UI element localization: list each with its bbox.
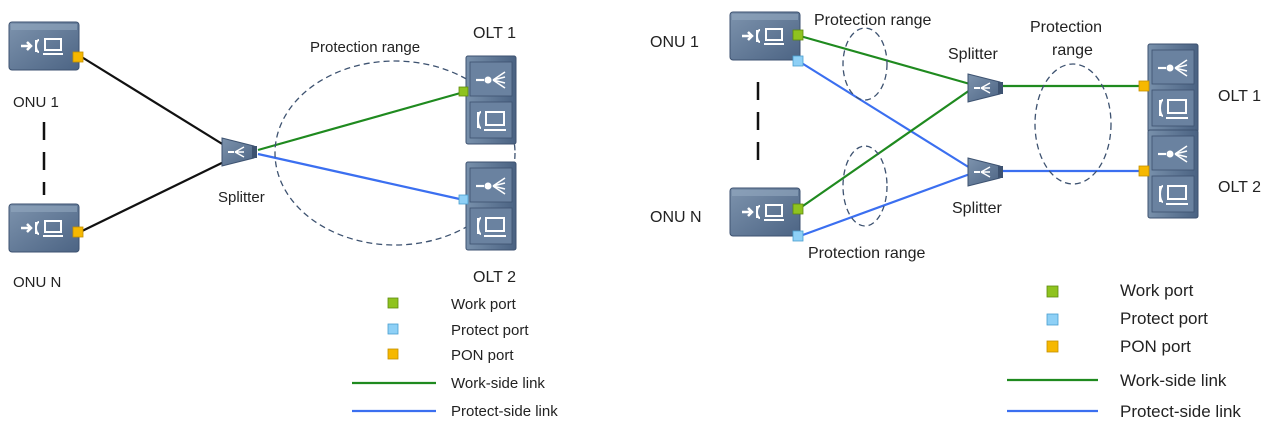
right-olt2-pon-port [1138,165,1150,177]
right-olt2-device [1146,128,1200,220]
right-onu1-protect-port [792,55,804,67]
right-legend-protect-port-swatch [1046,313,1059,326]
right-onu1-protect-link [799,61,971,169]
left-olt2-device [464,160,518,252]
right-legend-pon-port-swatch [1046,340,1059,353]
left-diagram: ONU 1 ONU N Splitter OLT 1 OLT 2 Protect… [7,20,558,420]
left-onuN-link [79,157,233,233]
left-legend-protect-link-label: Protect-side link [451,403,558,420]
left-legend-pon-port-swatch [387,348,399,360]
right-splitter-top-label: Splitter [948,46,998,63]
right-protection-range-ellipse-top [842,27,888,101]
left-olt2-protect-port [458,194,469,205]
right-onuN-work-port [792,203,804,215]
left-olt2-label: OLT 2 [473,269,516,286]
right-onu1-work-port [792,29,804,41]
right-onuN-work-link [799,89,971,209]
right-onuN-protect-link [799,172,971,238]
left-work-link [257,90,465,152]
left-legend-pon-port-label: PON port [451,347,514,364]
left-legend-work-port-swatch [387,297,399,309]
left-splitter-device [221,137,258,167]
left-legend-work-port-label: Work port [451,296,517,313]
left-legend-work-link-label: Work-side link [451,375,545,392]
right-olt1-pon-port [1138,80,1150,92]
right-onu1-label: ONU 1 [650,34,699,51]
right-onuN-device [728,186,802,238]
left-onuN-device [7,202,81,254]
left-legend-protect-port-label: Protect port [451,322,529,339]
left-onuN-pon-port [72,226,84,238]
right-onu1-work-link [799,34,971,86]
right-protection-range-mid-label-line1: Protection [1030,19,1102,36]
right-protection-range-mid-label-line2: range [1052,42,1093,59]
right-protection-range-bottom-label: Protection range [808,245,926,262]
right-legend-work-link-label: Work-side link [1120,371,1227,390]
left-protection-range-label: Protection range [310,39,420,56]
right-protection-range-ellipse-bottom [842,145,888,227]
left-onu1-link [79,55,233,151]
left-onuN-label: ONU N [13,274,61,291]
left-onu1-device [7,20,81,72]
left-olt1-label: OLT 1 [473,25,516,42]
right-legend-protect-link-label: Protect-side link [1120,402,1241,421]
right-onuN-protect-port [792,230,804,242]
right-splitter-bottom-device [967,157,1004,187]
right-legend-work-port-swatch [1046,285,1059,298]
right-protection-range-top-label: Protection range [814,12,932,29]
left-protect-link [257,152,465,202]
left-onu1-pon-port [72,51,84,63]
right-protection-range-ellipse-mid [1034,63,1112,185]
right-legend-pon-port-label: PON port [1120,337,1191,356]
left-legend-protect-port-swatch [387,323,399,335]
left-olt1-work-port [458,86,469,97]
left-onu1-label: ONU 1 [13,94,59,111]
right-splitter-top-device [967,73,1004,103]
left-protection-range-ellipse [274,60,516,246]
left-splitter-label: Splitter [218,189,265,206]
right-diagram: ONU 1 ONU N Splitter Splitter OLT 1 OLT … [650,10,1261,421]
left-olt1-device [464,54,518,146]
right-olt2-label: OLT 2 [1218,179,1261,196]
right-legend-protect-port-label: Protect port [1120,309,1208,328]
right-onuN-label: ONU N [650,209,702,226]
right-olt1-label: OLT 1 [1218,88,1261,105]
right-legend-work-port-label: Work port [1120,281,1194,300]
right-splitter-bottom-label: Splitter [952,200,1002,217]
right-onu1-device [728,10,802,62]
right-olt1-device [1146,42,1200,134]
